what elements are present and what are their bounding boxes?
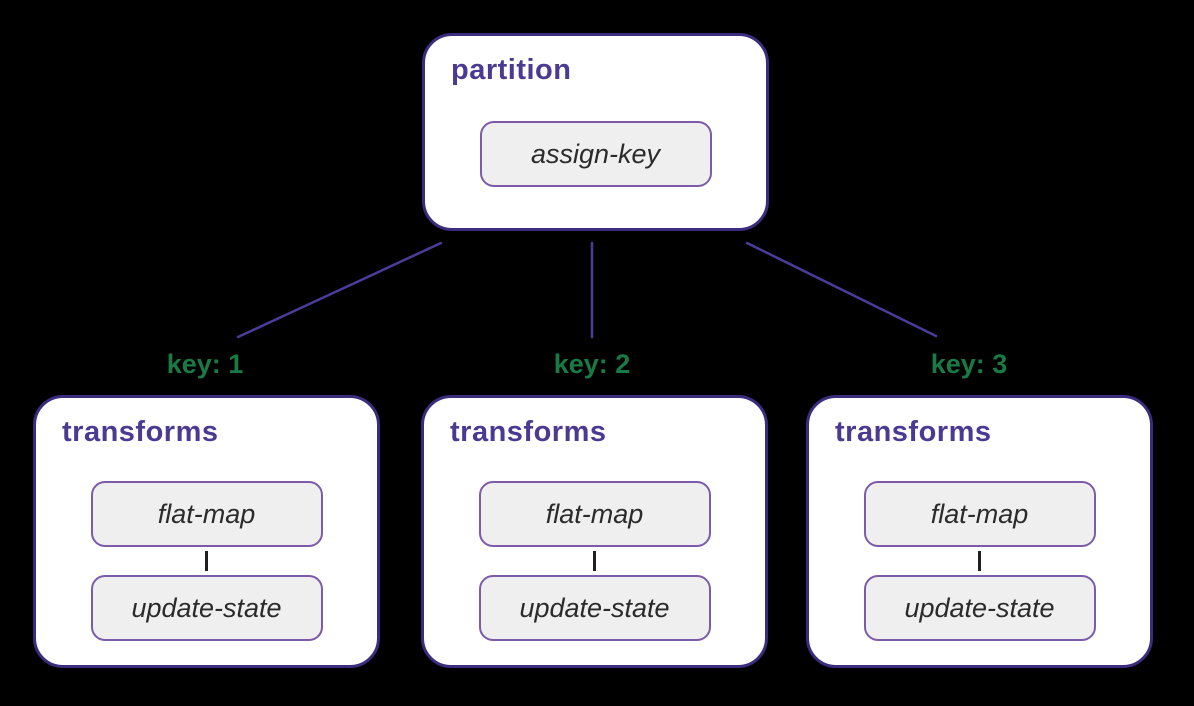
flat-map-operator: flat-map (478, 481, 711, 547)
flat-map-operator: flat-map (863, 481, 1096, 547)
key-label-2: key: 2 (553, 349, 631, 379)
operator-stack: flat-map update-state (478, 481, 711, 641)
operator-stack: flat-map update-state (863, 481, 1096, 641)
operator-connector (593, 551, 596, 571)
update-state-operator: update-state (90, 575, 323, 641)
update-state-operator: update-state (863, 575, 1096, 641)
connector-line-key-1 (236, 241, 443, 339)
transforms-node-title: transforms (450, 416, 607, 448)
update-state-operator: update-state (478, 575, 711, 641)
transforms-node-1: transforms flat-map update-state (33, 395, 380, 668)
transforms-node-2: transforms flat-map update-state (421, 395, 768, 668)
operator-connector (205, 551, 208, 571)
partition-node-title: partition (451, 54, 572, 86)
partition-node: partition assign-key (422, 33, 769, 231)
connector-line-key-3 (745, 241, 938, 338)
key-label-3: key: 3 (930, 349, 1008, 379)
transforms-node-3: transforms flat-map update-state (806, 395, 1153, 668)
transforms-node-title: transforms (62, 416, 219, 448)
transforms-node-title: transforms (835, 416, 992, 448)
key-label-1: key: 1 (166, 349, 244, 379)
assign-key-operator: assign-key (479, 121, 712, 187)
flat-map-operator: flat-map (90, 481, 323, 547)
operator-connector (978, 551, 981, 571)
operator-stack: flat-map update-state (90, 481, 323, 641)
